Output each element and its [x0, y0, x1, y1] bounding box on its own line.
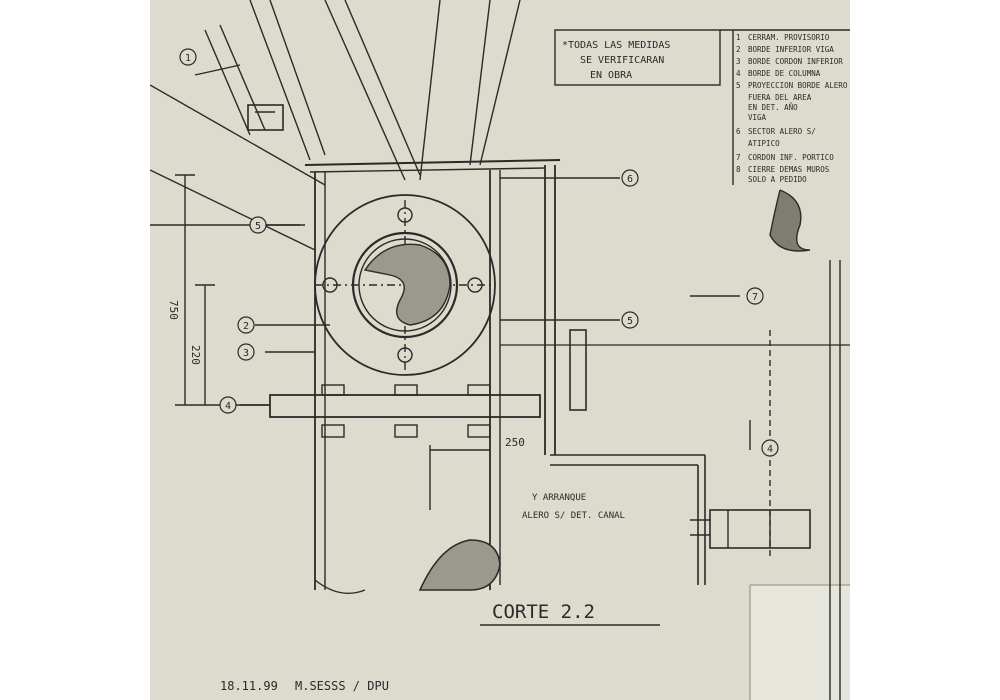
dimension-label: 220: [189, 345, 202, 365]
footer-initials: M.SESSS / DPU: [295, 679, 389, 693]
callout-circle: [237, 316, 255, 334]
annotation-line: Y ARRANQUE: [532, 493, 586, 503]
legend-text: BORDE DE COLUMNA: [748, 69, 821, 78]
legend-text: EN DET. AÑO: [748, 103, 798, 112]
legend-text: SECTOR ALERO S/: [748, 127, 816, 136]
note-frame: [554, 29, 721, 86]
base-plate: [269, 384, 541, 438]
callout-circle: [761, 439, 779, 457]
legend-num: 1: [736, 33, 741, 42]
callout-number: 2: [243, 321, 249, 332]
callout-number: 6: [627, 174, 633, 185]
footer-date: 18.11.99: [220, 679, 278, 693]
legend-num: 7: [736, 153, 741, 162]
callout-circle: [237, 343, 255, 361]
legend-text: ATIPICO: [748, 139, 780, 148]
section-title: CORTE 2.2: [492, 601, 595, 623]
callout-circle: [621, 169, 639, 187]
callout-number: 1: [185, 53, 191, 64]
legend-num: 4: [736, 69, 741, 78]
legend-text: SOLO A PEDIDO: [748, 175, 807, 184]
legend-text: CIERRE DEMAS MUROS: [748, 165, 830, 174]
annotation-line: ALERO S/ DET. CANAL: [522, 511, 625, 521]
legend-text: VIGA: [748, 113, 767, 122]
callout-circle: [249, 216, 267, 234]
callout-circle: [746, 287, 764, 305]
column: [314, 170, 501, 590]
legend-num: 5: [736, 81, 741, 90]
callout-circle: [179, 48, 197, 66]
legend-num: 3: [736, 57, 741, 66]
callout-number: 3: [243, 348, 249, 359]
callout-circle: [219, 396, 237, 414]
legend-num: 8: [736, 165, 741, 174]
drawing-sheet: 1 5 2 3 4 6 7 5 4 750 220 250 *TODAS LAS…: [150, 0, 850, 700]
dimension-label: 250: [505, 436, 525, 449]
callout-number: 7: [752, 292, 758, 303]
callout-number: 5: [255, 221, 261, 232]
callout-number: 4: [225, 401, 231, 412]
legend-text: CORDON INF. PORTICO: [748, 153, 834, 162]
legend-text: BORDE CORDON INFERIOR: [748, 57, 843, 66]
note-line: SE VERIFICARAN: [580, 55, 664, 66]
note-line: EN OBRA: [590, 70, 632, 81]
legend-text: FUERA DEL AREA: [748, 93, 812, 102]
legend: 1 CERRAM. PROVISORIO 2 BORDE INFERIOR VI…: [736, 33, 848, 184]
callout-number: 4: [767, 444, 773, 455]
legend-num: 2: [736, 45, 741, 54]
diagonal-beam-left: [204, 0, 326, 161]
dimension-label: 750: [167, 300, 180, 320]
legend-text: CERRAM. PROVISORIO: [748, 33, 830, 42]
legend-text: PROYECCION BORDE ALERO: [748, 81, 848, 90]
legend-text: BORDE INFERIOR VIGA: [748, 45, 834, 54]
technical-drawing: 1 5 2 3 4 6 7 5 4 750 220 250 *TODAS LAS…: [150, 0, 850, 700]
note-line: *TODAS LAS MEDIDAS: [562, 40, 670, 51]
callout-circle: [621, 311, 639, 329]
callout-number: 5: [627, 316, 633, 327]
legend-num: 6: [736, 127, 741, 136]
